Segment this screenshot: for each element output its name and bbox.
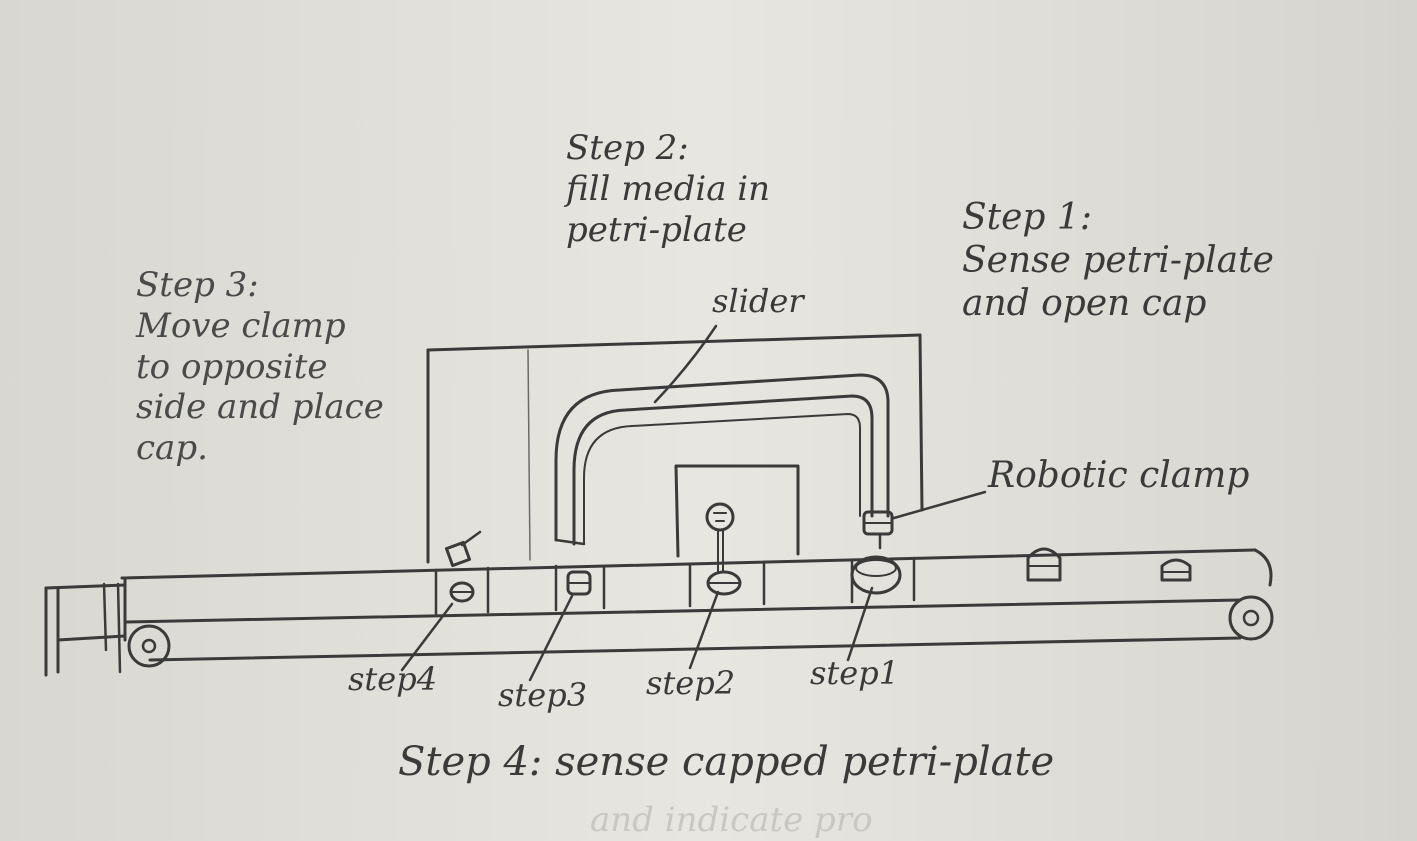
step3-note: Step 3: Move clamp to opposite side and …	[136, 265, 436, 469]
faint-note: and indicate pro	[590, 800, 873, 841]
position-step3-label: step3	[498, 676, 587, 714]
step4-note: Step 4: sense capped petri-plate	[398, 738, 1118, 786]
robotic-clamp-label: Robotic clamp	[988, 455, 1249, 496]
slider-label: slider	[712, 282, 804, 320]
position-step1-label: step1	[810, 654, 899, 692]
step2-note: Step 2: fill media in petri-plate	[566, 128, 866, 250]
position-step2-label: step2	[646, 664, 735, 702]
position-step4-label: step4	[348, 660, 437, 698]
step1-note: Step 1: Sense petri-plate and open cap	[962, 196, 1362, 326]
